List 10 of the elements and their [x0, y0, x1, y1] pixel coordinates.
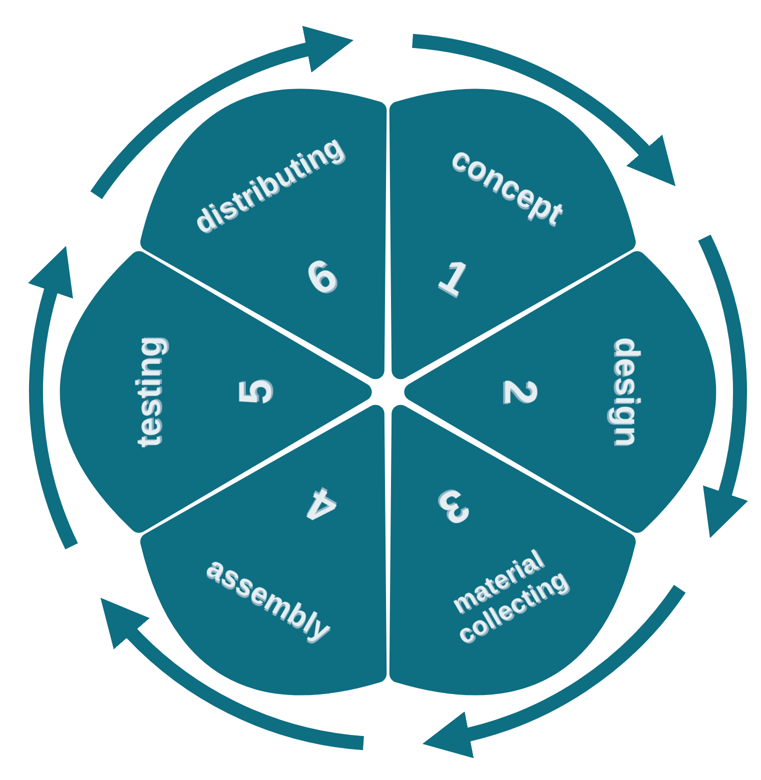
process-segment	[404, 251, 716, 533]
step-number: 5	[228, 379, 281, 405]
step-number: 4	[297, 478, 346, 536]
step-label: testing	[130, 336, 168, 448]
step-label: design	[608, 337, 646, 447]
step-number: 6	[297, 248, 346, 306]
step-number: 2	[495, 379, 548, 405]
step-number: 3	[430, 478, 479, 536]
step-number: 1	[430, 248, 479, 306]
process-segment	[60, 251, 372, 533]
